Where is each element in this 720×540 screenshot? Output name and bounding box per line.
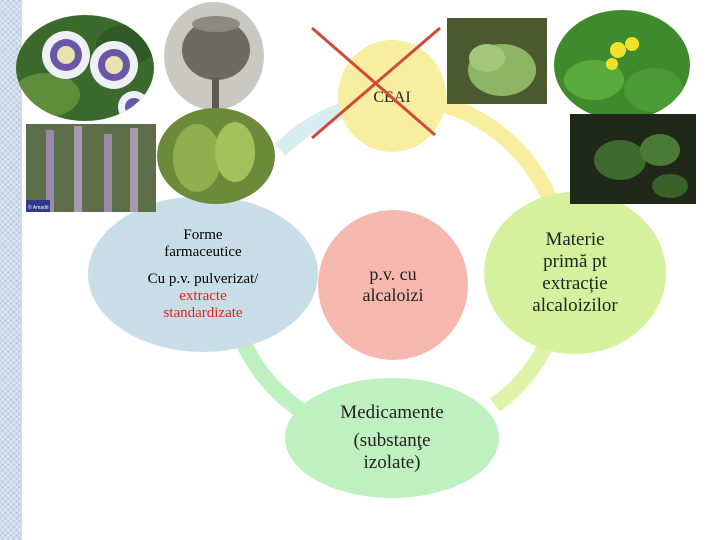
cross-out-mark xyxy=(300,20,450,150)
bottom-line3: izolate) xyxy=(364,452,421,474)
left-sub-line2: extracte xyxy=(179,288,226,305)
bottom-line2: (substanţe xyxy=(353,430,430,452)
clubmoss-photo xyxy=(157,108,275,204)
node-forme-farmaceutice: Forme farmaceutice Cu p.v. pulverizat/ e… xyxy=(88,196,318,352)
right-line2: primă pt xyxy=(543,251,607,273)
left-title-line2: farmaceutice xyxy=(164,244,241,261)
node-materie-prima: Materie primă pt extracție alcaloizilor xyxy=(484,192,666,354)
right-line1: Materie xyxy=(545,229,604,251)
right-line4: alcaloizilor xyxy=(532,295,617,317)
celandine-photo xyxy=(554,10,690,120)
center-line1: p.v. cu xyxy=(369,264,416,285)
poppy-capsule-photo xyxy=(164,2,264,110)
left-sub-line1: Cu p.v. pulverizat/ xyxy=(148,271,259,288)
photo-credit: © Amadé xyxy=(28,205,49,211)
motherwort-photo: © Amadé xyxy=(26,124,156,212)
ivy-photo xyxy=(570,114,696,204)
passionflower-photo xyxy=(16,15,154,121)
left-sub-line3: standardizate xyxy=(163,305,242,322)
right-line3: extracție xyxy=(542,273,607,295)
node-medicamente: Medicamente (substanţe izolate) xyxy=(285,378,499,498)
left-title-line1: Forme xyxy=(183,227,222,244)
lady-mantle-photo xyxy=(447,18,547,104)
center-line2: alcaloizi xyxy=(363,285,424,306)
bottom-line1: Medicamente xyxy=(340,402,443,424)
node-pv-alcaloizi: p.v. cu alcaloizi xyxy=(318,210,468,360)
